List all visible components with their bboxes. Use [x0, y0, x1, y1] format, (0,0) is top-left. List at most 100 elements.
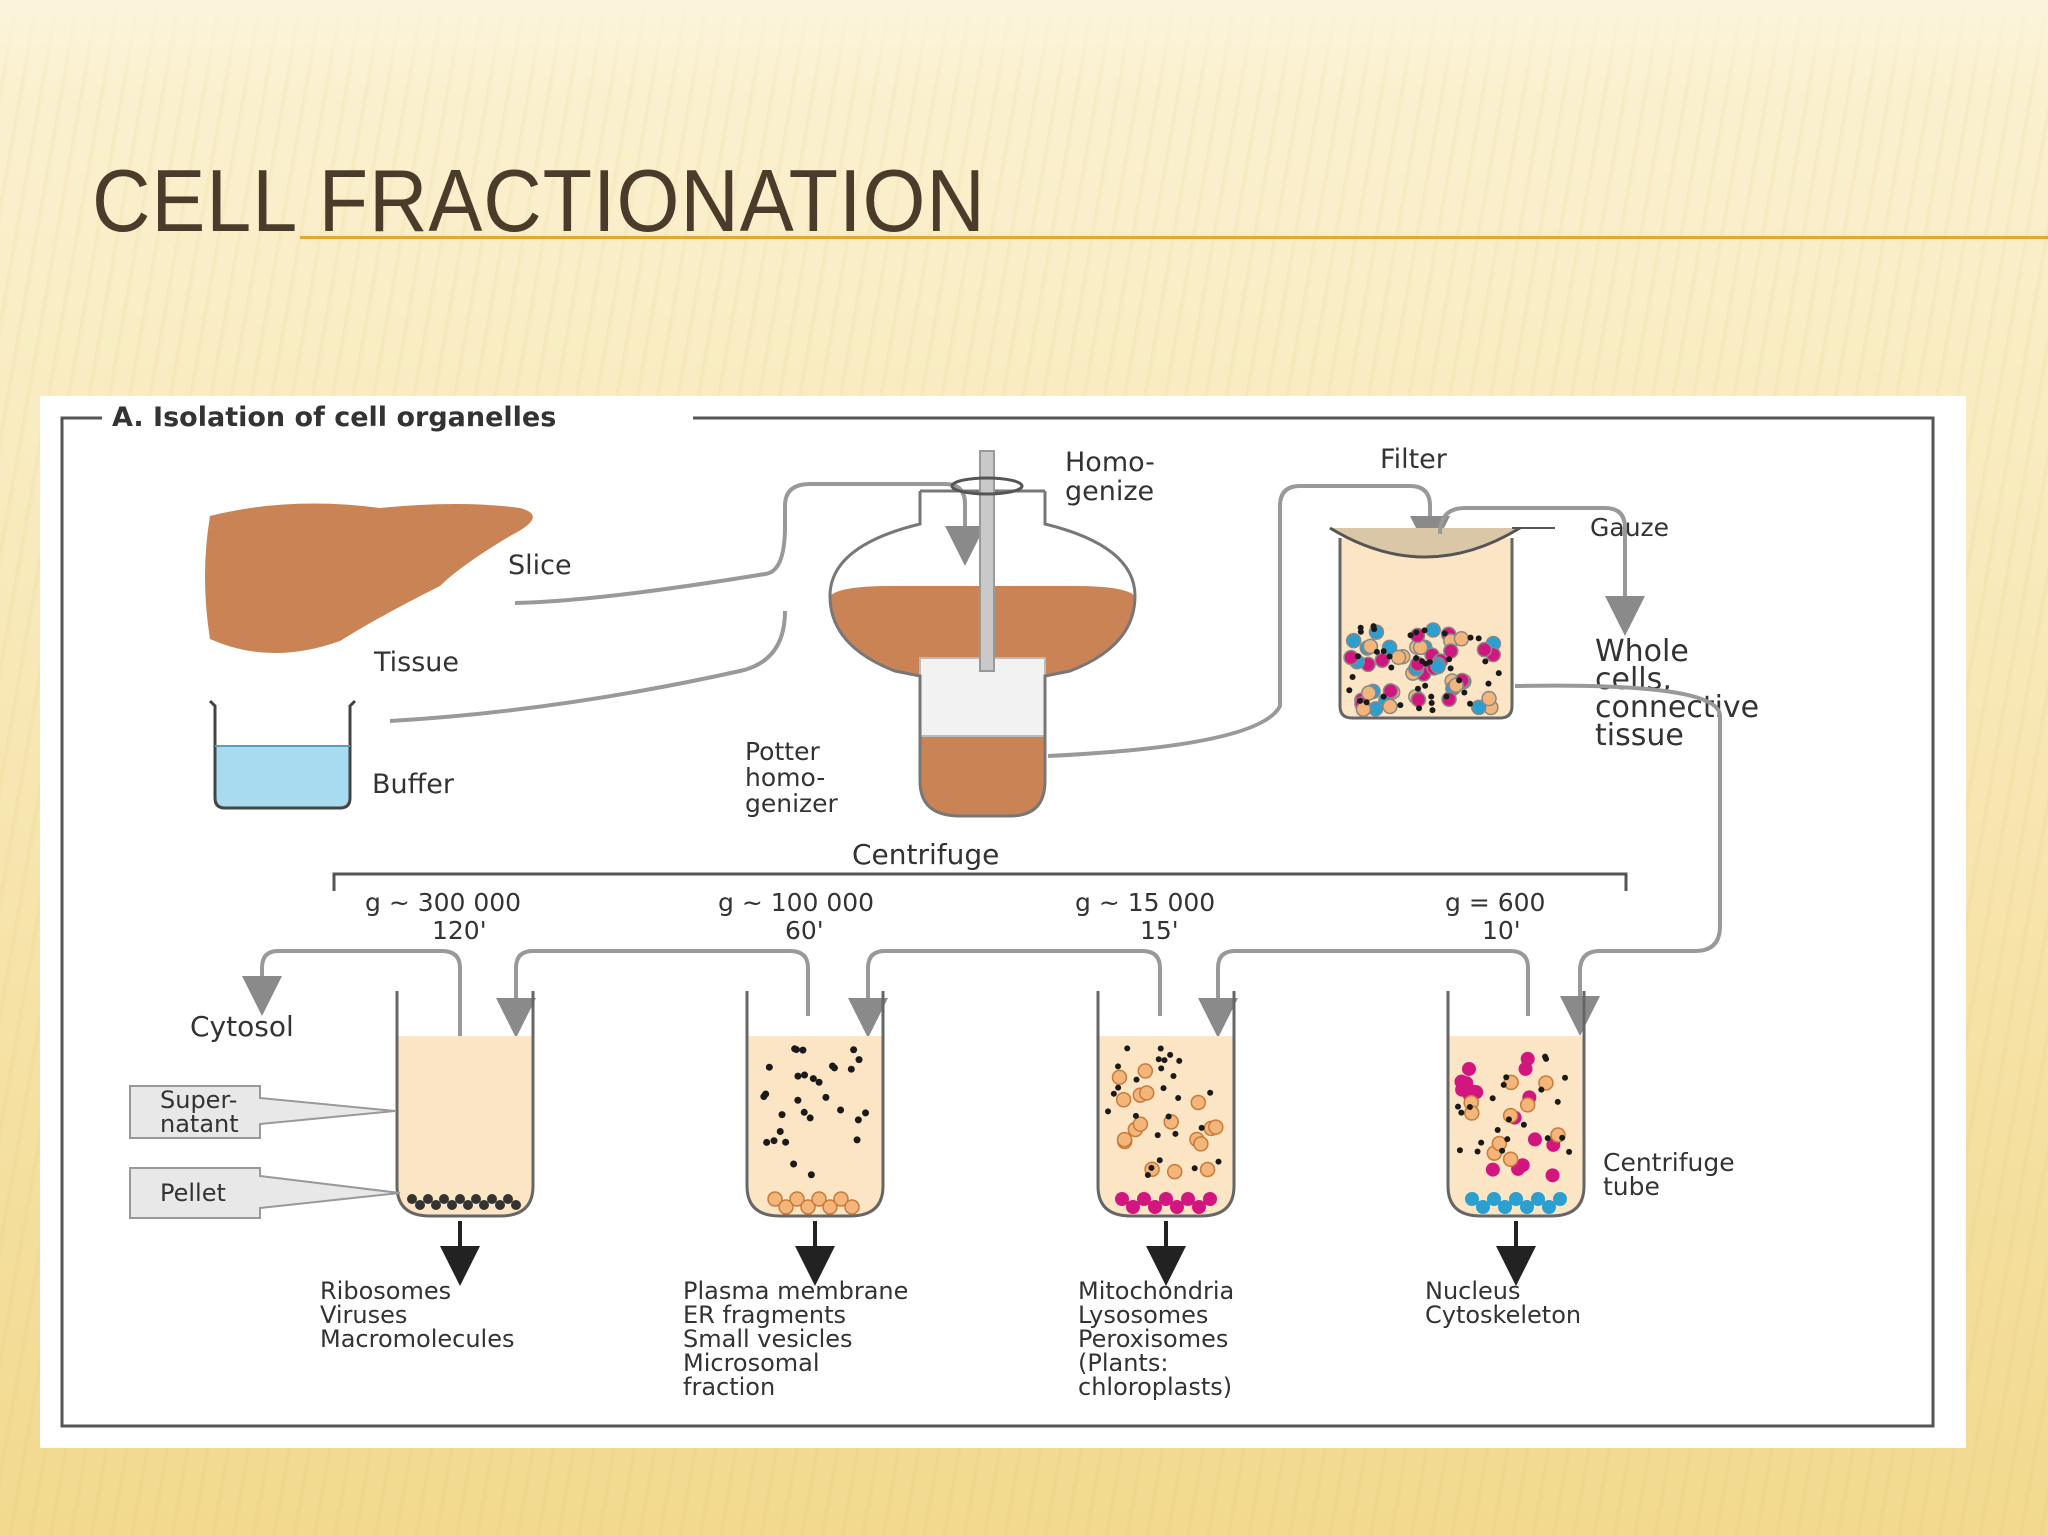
pellet-particle [1531, 1192, 1545, 1206]
filter-particles [1343, 622, 1502, 717]
pellet-particle [447, 1200, 457, 1210]
step-3-product-2: Lysosomes [1078, 1301, 1208, 1329]
homogenize-label-line2: genize [1065, 476, 1154, 507]
pellet-particle [495, 1200, 505, 1210]
pellet-particle [1542, 1200, 1556, 1214]
whole-cells-label-line4: tissue [1595, 718, 1684, 753]
small-particle [800, 1108, 808, 1116]
pellet-label: Pellet [160, 1179, 226, 1207]
cell-particle [1362, 638, 1379, 655]
cell-particle [1453, 631, 1470, 647]
homogenize-label-line1: Homo- [1065, 447, 1155, 478]
small-particle [1489, 1095, 1496, 1102]
magenta-particle [1518, 1061, 1533, 1076]
small-particle [1148, 1164, 1155, 1171]
homogenizer-to-filter-line [1047, 484, 1450, 758]
small-particle [1198, 1124, 1205, 1131]
small-particle [1346, 687, 1353, 694]
pellet-particle [455, 1194, 465, 1204]
step-3-product-5: chloroplasts) [1078, 1373, 1232, 1401]
pellet-callout [129, 1167, 401, 1219]
step-1-product-2: Viruses [320, 1301, 407, 1329]
orange-particle [1166, 1163, 1183, 1180]
small-particle [1413, 629, 1420, 636]
tube-2-particles [760, 1045, 870, 1215]
small-particle [801, 1071, 809, 1079]
small-particle [1446, 656, 1453, 663]
cell-particle [1471, 699, 1487, 716]
magenta-particle [1485, 1162, 1500, 1177]
cell-particle [1425, 622, 1441, 638]
small-particle [1456, 677, 1463, 684]
small-particle [1421, 627, 1428, 634]
small-particle [1562, 1074, 1569, 1081]
cell-particle [1382, 698, 1398, 715]
orange-particle [1491, 1135, 1508, 1152]
small-particle [1370, 623, 1377, 630]
small-particle [1172, 1130, 1179, 1137]
pellet-particle [1203, 1192, 1217, 1206]
pellet-particle [800, 1199, 816, 1215]
small-particle [792, 1046, 800, 1054]
title-underline [300, 236, 2048, 239]
pellet-particle [423, 1194, 433, 1204]
cell-particle [1361, 685, 1377, 701]
panel-frame [60, 416, 1935, 1428]
pellet-particle [1137, 1192, 1151, 1206]
diagram-figure: A. Isolation of cell organelles Slice Ti… [40, 396, 1966, 1448]
tube-4-particles [1454, 1051, 1573, 1214]
step-3-product-1: Mitochondria [1078, 1277, 1234, 1305]
small-particle [1380, 693, 1387, 700]
step-2-product-2: ER fragments [683, 1301, 846, 1329]
small-particle [1467, 700, 1474, 707]
cell-particle [1390, 649, 1407, 666]
panel-title: A. Isolation of cell organelles [112, 402, 556, 433]
pellet-particle [811, 1191, 827, 1207]
small-particle [799, 1046, 807, 1054]
small-particle [794, 1096, 802, 1104]
small-particle [862, 1109, 870, 1117]
diagram-svg: A. Isolation of cell organelles Slice Ti… [60, 402, 1935, 1428]
tissue-to-homogenizer-line [514, 482, 985, 605]
filtrate-to-centrifuge-line [1514, 683, 1722, 1036]
potter-label-line1: Potter [745, 737, 820, 766]
cell-particle [1476, 641, 1493, 658]
buffer-label: Buffer [372, 769, 455, 800]
orange-particle [1190, 1094, 1207, 1111]
whole-cells-label-line3: connective [1595, 690, 1759, 725]
small-particle [1156, 1157, 1163, 1164]
pellet-particle [487, 1194, 497, 1204]
magenta-particle [1545, 1168, 1560, 1183]
step-2-product-3: Small vesicles [683, 1325, 853, 1353]
pellet-particle [767, 1191, 783, 1207]
small-particle [1495, 670, 1502, 677]
small-particle [760, 1093, 768, 1101]
small-particle [1467, 634, 1474, 641]
pellet-particle [1126, 1200, 1140, 1214]
orange-particle [1115, 1092, 1132, 1108]
pellet-particle [1487, 1192, 1501, 1206]
orange-particle [1132, 1116, 1149, 1132]
small-particle [855, 1056, 863, 1064]
small-particle [1380, 648, 1387, 655]
step-3-product-3: Peroxisomes [1078, 1325, 1228, 1353]
small-particle [1475, 635, 1482, 642]
small-particle [763, 1138, 771, 1146]
orange-particle [1111, 1069, 1128, 1086]
pellet-particle [463, 1200, 473, 1210]
small-particle [1363, 699, 1370, 706]
pellet-particle [1465, 1192, 1479, 1206]
pellet-particle [1181, 1192, 1195, 1206]
cell-particle [1441, 691, 1457, 708]
centrifuge-tube-label-line1: Centrifuge [1603, 1148, 1735, 1177]
magenta-particle [1527, 1132, 1542, 1147]
orange-particle [1193, 1136, 1209, 1152]
small-particle [1155, 1056, 1162, 1063]
small-particle [1466, 1103, 1473, 1110]
centrifuge-label: Centrifuge [852, 838, 999, 871]
cell-particle [1430, 658, 1446, 675]
small-particle [1110, 1090, 1117, 1097]
step-2-time: 60' [785, 916, 824, 945]
pellet-particle [511, 1200, 521, 1210]
tube2-to-tube1-line [496, 949, 810, 1038]
